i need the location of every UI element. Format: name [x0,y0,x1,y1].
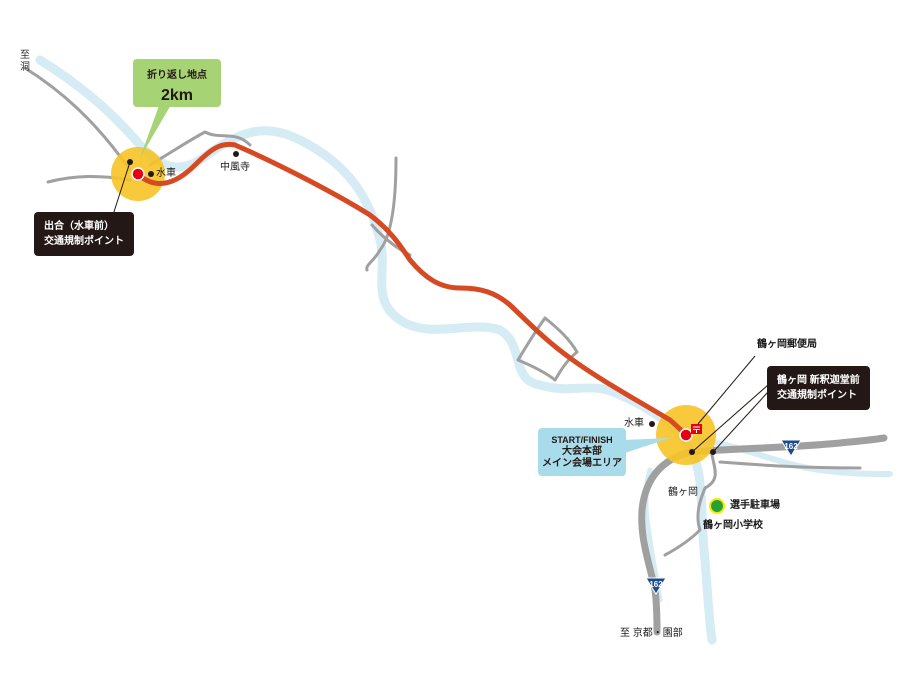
parking-label: 選手駐車場 [730,500,780,511]
road-local-loop [663,453,717,557]
turnaround-distance: 2km [160,87,194,104]
road-layer [23,66,888,636]
turnaround-leader [140,103,172,158]
dest-north-label: 至 洞 [20,50,30,73]
suisha-east-dot [649,421,655,427]
suisha-east-label: 水車 [624,418,644,429]
tsurugaoka-checkpoint-callout: 鶴ヶ岡 新釈迦堂前 交通規制ポイント [767,366,870,410]
demukai-checkpoint-callout: 出合（水車前） 交通規制ポイント [34,212,134,256]
road-mid-north [365,156,398,272]
road-east-lower [718,460,862,470]
start-marker [679,428,693,442]
turnaround-title: 折り返し地点 [147,70,207,81]
route-shield-icon [780,439,802,457]
post-office-icon [691,424,702,434]
road-south-162 [638,448,694,636]
suisha-west-dot [148,171,154,177]
start-finish-callout: START/FINISH 大会本部 メイン会場エリア [538,428,626,476]
road-n-loop [148,130,252,167]
route-162-south-shield: 162 [645,577,667,595]
leader-lines [111,161,769,453]
chufuji-dot [233,151,239,157]
route-162-east-shield: 162 [780,439,802,457]
road-nw [23,66,132,172]
turnaround-callout: 折り返し地点 2km [133,59,221,107]
route-shield-icon [645,577,667,595]
chufuji-label: 中風寺 [220,162,250,173]
road-se-loop [516,316,579,382]
tsurugaoka-label: 鶴ヶ岡 [668,487,698,498]
parking-marker [709,498,725,514]
dest-south-label: 至 京都・園部 [620,628,683,639]
start-leader [622,438,670,454]
suisha-west-label: 水車 [156,168,176,179]
road-main-east [686,434,888,456]
school-label: 鶴ヶ岡小学校 [703,520,763,531]
course-line [135,141,689,438]
main-river [35,55,717,645]
post-office-label: 鶴ヶ岡郵便局 [757,339,817,350]
turnaround-marker [131,167,145,181]
